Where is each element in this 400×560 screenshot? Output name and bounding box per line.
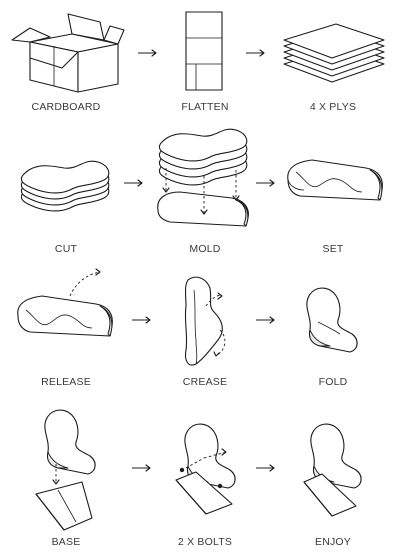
step-label-release: RELEASE (6, 376, 126, 388)
arrow-right-5 (132, 317, 150, 323)
bolts-illustration (176, 424, 235, 514)
fold-illustration (307, 288, 357, 352)
cardboard-box-illustration (12, 14, 124, 92)
step-label-cut: CUT (6, 243, 126, 255)
step-label-set: SET (273, 243, 393, 255)
step-label-fold: FOLD (273, 376, 393, 388)
arrow-right-4 (256, 180, 274, 186)
arrow-right-7 (132, 465, 150, 471)
set-illustration (288, 160, 383, 200)
step-label-mold: MOLD (145, 243, 265, 255)
step-label-enjoy: ENJOY (273, 536, 393, 548)
stacked-plies-illustration (284, 24, 384, 82)
step-label-flatten: FLATTEN (145, 101, 265, 113)
arrow-right-1 (138, 50, 156, 56)
step-label-cardboard: CARDBOARD (6, 101, 126, 113)
flattened-sheet-illustration (186, 12, 222, 90)
arrow-right-2 (246, 50, 264, 56)
step-label-crease: CREASE (145, 376, 265, 388)
base-illustration (36, 410, 95, 530)
arrow-right-3 (124, 180, 142, 186)
cut-plies-illustration (21, 161, 108, 211)
enjoy-illustration (304, 424, 361, 516)
crease-illustration (185, 277, 225, 365)
mold-illustration (158, 129, 249, 226)
step-label-plys: 4 X PLYS (273, 101, 393, 113)
step-label-base: BASE (6, 536, 126, 548)
arrow-right-6 (256, 317, 274, 323)
arrow-right-8 (256, 465, 274, 471)
release-illustration (18, 269, 113, 336)
step-label-bolts: 2 X BOLTS (145, 536, 265, 548)
